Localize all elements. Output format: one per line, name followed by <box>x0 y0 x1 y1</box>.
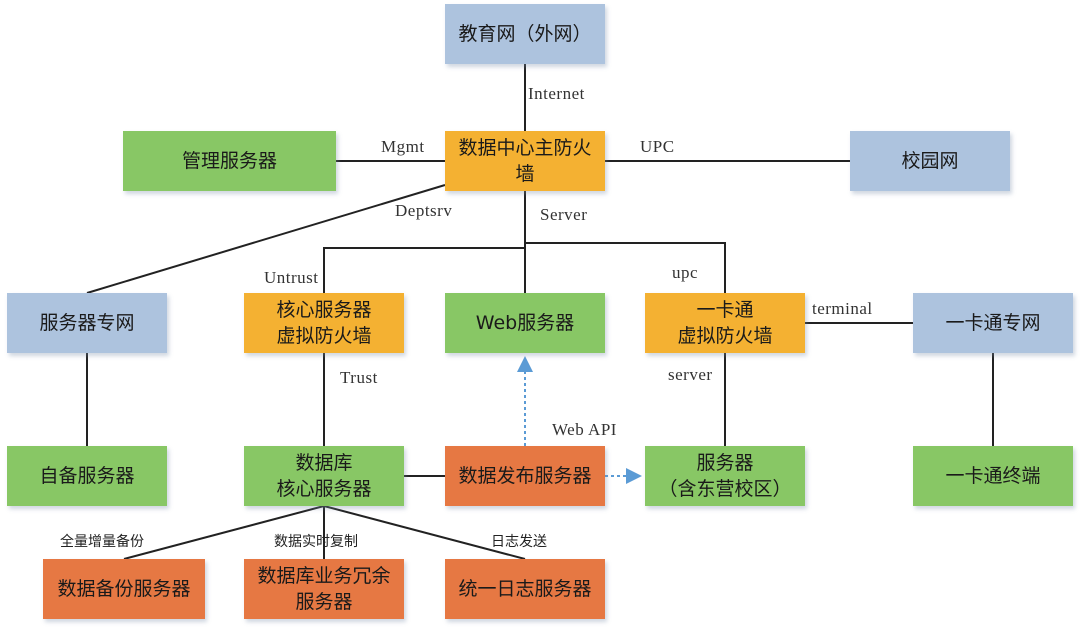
node-server-dongying: 服务器 （含东营校区） <box>645 446 805 506</box>
node-log-server: 统一日志服务器 <box>445 559 605 619</box>
node-label: 自备服务器 <box>39 465 135 487</box>
node-label: Web服务器 <box>475 312 575 334</box>
node-own-server: 自备服务器 <box>7 446 167 506</box>
node-web-server: Web服务器 <box>445 293 605 353</box>
node-label: 数据库 核心服务器 <box>276 452 372 500</box>
node-label: 管理服务器 <box>181 150 277 172</box>
label-trust: Trust <box>340 368 378 387</box>
node-card-terminal: 一卡通终端 <box>913 446 1073 506</box>
node-label: 统一日志服务器 <box>458 578 592 600</box>
node-label: 教育网（外网） <box>458 23 592 45</box>
node-label: 核心服务器 虚拟防火墙 <box>276 299 372 347</box>
label-mgmt: Mgmt <box>381 137 425 156</box>
label-web-api: Web API <box>552 420 617 439</box>
node-backup-server: 数据备份服务器 <box>43 559 205 619</box>
node-label: 服务器专网 <box>39 312 135 334</box>
node-card-firewall: 一卡通 虚拟防火墙 <box>645 293 805 353</box>
label-terminal: terminal <box>812 299 873 318</box>
label-upc: UPC <box>640 137 675 156</box>
node-card-net: 一卡通专网 <box>913 293 1073 353</box>
link-log <box>323 505 526 560</box>
label-realtime-replication: 数据实时复制 <box>274 534 358 550</box>
node-label: 服务器 （含东营校区） <box>658 452 792 500</box>
node-server-net: 服务器专网 <box>7 293 167 353</box>
node-core-firewall: 核心服务器 虚拟防火墙 <box>244 293 404 353</box>
label-log-send: 日志发送 <box>491 534 547 550</box>
link-untrust <box>323 247 525 293</box>
node-db-redundant: 数据库业务冗余 服务器 <box>244 559 404 619</box>
node-mgmt-server: 管理服务器 <box>123 131 336 191</box>
node-label: 数据库业务冗余 服务器 <box>257 565 391 613</box>
label-full-incr-backup: 全量增量备份 <box>60 534 144 550</box>
node-db-core: 数据库 核心服务器 <box>244 446 404 506</box>
label-upc-lower: upc <box>672 263 699 282</box>
link-deptsrv <box>86 184 446 294</box>
label-server-lower: server <box>668 365 713 384</box>
label-untrust: Untrust <box>264 268 319 287</box>
link-upc-lower <box>525 242 726 293</box>
node-label: 数据中心主防火 墙 <box>458 137 592 185</box>
label-deptsrv: Deptsrv <box>395 201 453 220</box>
node-label: 一卡通 虚拟防火墙 <box>677 299 773 347</box>
node-label: 一卡通终端 <box>945 465 1041 487</box>
node-label: 数据备份服务器 <box>57 578 191 600</box>
node-label: 数据发布服务器 <box>458 465 592 487</box>
node-campus-net: 校园网 <box>850 131 1010 191</box>
node-edu-net: 教育网（外网） <box>445 4 605 64</box>
link-backup <box>123 505 325 560</box>
node-main-firewall: 数据中心主防火 墙 <box>445 131 605 191</box>
node-label: 一卡通专网 <box>945 312 1041 334</box>
node-pub-server: 数据发布服务器 <box>445 446 605 506</box>
node-label: 校园网 <box>901 150 959 172</box>
label-server: Server <box>540 205 588 224</box>
label-internet: Internet <box>528 84 585 103</box>
